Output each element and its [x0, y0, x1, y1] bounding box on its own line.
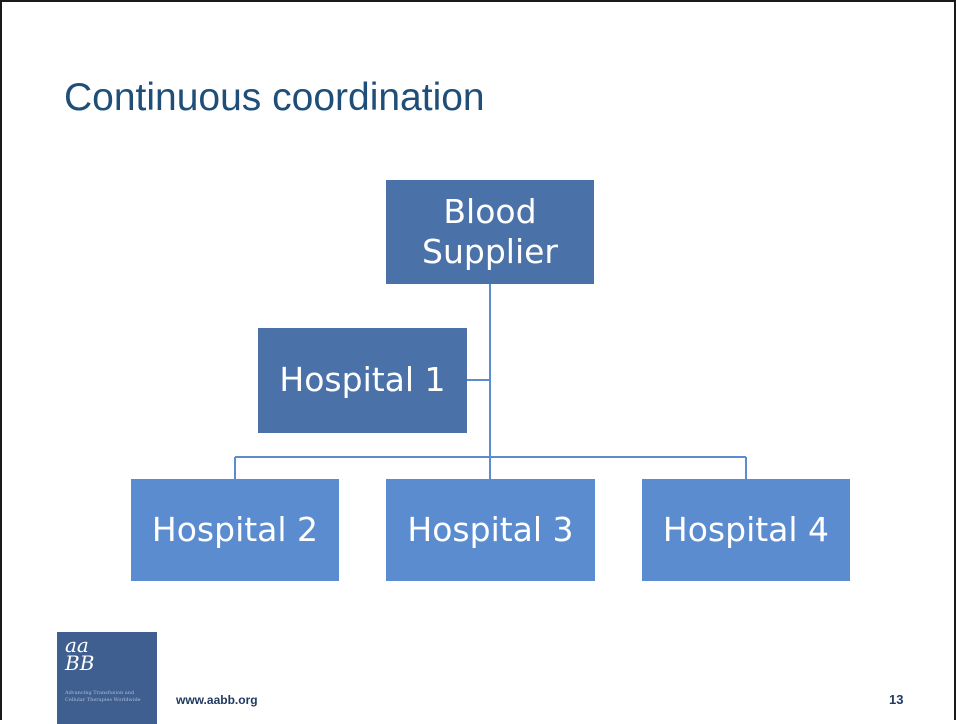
hospital-4-label: Hospital 4	[662, 509, 830, 549]
aabb-logo-tagline: Advancing Transfusion and Cellular Thera…	[65, 690, 141, 703]
blood-supplier-label: Blood Supplier	[422, 191, 558, 271]
hospital-3-label: Hospital 3	[407, 509, 574, 549]
hospital-3-box: Hospital 3	[386, 479, 595, 581]
footer-url: www.aabb.org	[176, 693, 258, 707]
hospital-2-label: Hospital 2	[151, 509, 319, 549]
page-number: 13	[889, 692, 904, 707]
blood-supplier-box: Blood Supplier	[386, 180, 594, 284]
hospital-1-label: Hospital 1	[279, 360, 446, 400]
hospital-2-box: Hospital 2	[131, 479, 339, 581]
hospital-4-box: Hospital 4	[642, 479, 850, 581]
hospital-1-box: Hospital 1	[258, 328, 467, 433]
slide-title: Continuous coordination	[64, 76, 485, 119]
